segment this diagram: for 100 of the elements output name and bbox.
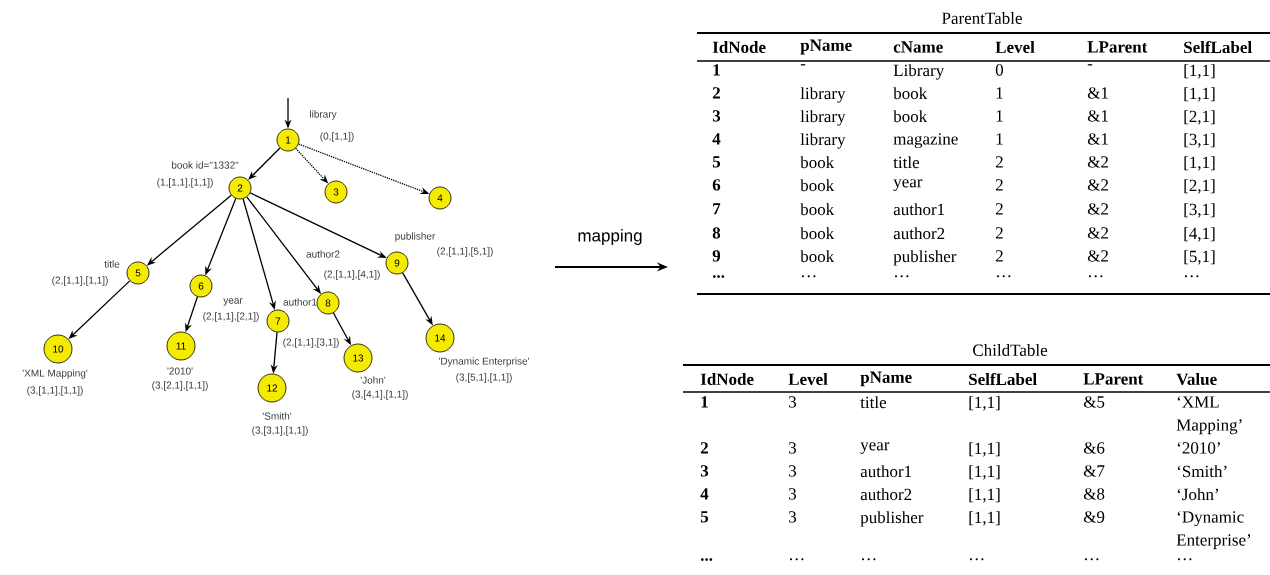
table-cell: 4 (700, 488, 709, 500)
node-label: (2,[1,1],[5,1]) (437, 247, 493, 257)
table-cell: &2 (1087, 179, 1108, 191)
tree-node: 12 (257, 373, 287, 403)
table-cell: book (800, 156, 835, 169)
tree-node: 9 (385, 251, 409, 275)
node-label: 'John' (360, 376, 386, 384)
table-cell: - (1087, 64, 1093, 66)
tree-node: 1 (276, 128, 300, 152)
table-cell: 8 (712, 227, 721, 239)
table-cell: 1 (996, 87, 1003, 99)
table-cell: 1 (701, 396, 708, 408)
node-label: 'Smith' (262, 412, 292, 420)
table-cell: - (800, 64, 806, 66)
table-cell: 3 (712, 110, 721, 122)
table-cell: … (790, 558, 804, 561)
table-cell: author2 (893, 227, 945, 240)
table-cell: 3 (789, 511, 797, 523)
table-cell: ... (700, 558, 713, 561)
table-cell: … (802, 275, 816, 278)
node-label: year (223, 298, 243, 306)
table-cell: publisher (893, 250, 957, 266)
node-label: '2010' (167, 367, 193, 375)
table-cell: 3 (789, 488, 797, 500)
table-cell: [1,1] (969, 511, 1000, 526)
column-header: Level (788, 373, 828, 385)
table-cell: book (800, 250, 835, 263)
table-cell: ‘Smith’ (1177, 465, 1227, 478)
column-header: SelfLabel (1184, 40, 1252, 54)
table-cell: 2 (995, 179, 1003, 191)
column-header: LParent (1083, 373, 1144, 385)
tree-node: 11 (166, 331, 196, 361)
table-cell: 2 (995, 203, 1003, 215)
table-cell: publisher (860, 511, 924, 527)
table-cell: [3,1] (1184, 133, 1215, 148)
table-cell: [5,1] (1184, 250, 1215, 265)
node-label: author1 (283, 298, 317, 306)
table-cell: library (800, 133, 846, 149)
table-cell: &2 (1087, 203, 1108, 215)
table-cell: 2 (700, 442, 708, 454)
table-cell: 3 (789, 396, 797, 408)
tree-node: 5 (126, 261, 150, 285)
node-label: (3,[4,1],[1,1]) (352, 390, 408, 400)
node-label: (3,[3,1],[1,1]) (252, 426, 308, 436)
table-cell: book (800, 203, 835, 216)
table-cell: … (895, 275, 909, 278)
column-header: LParent (1087, 41, 1148, 53)
table-cell: book (893, 87, 928, 100)
table-cell: &1 (1087, 133, 1108, 145)
node-label: (2,[1,1],[3,1]) (283, 338, 339, 348)
table-cell: 2 (995, 227, 1003, 239)
table-cell: &8 (1083, 488, 1105, 500)
tree-node: 3 (324, 180, 348, 204)
tree-node: 4 (428, 186, 452, 210)
table-cell: title (893, 156, 920, 169)
node-label: (3,[1,1],[1,1]) (27, 386, 83, 396)
node-label: title (104, 260, 120, 268)
table-cell: ... (712, 275, 725, 278)
node-label: (0,[1,1]) (320, 132, 354, 142)
table-cell: 1 (996, 110, 1003, 122)
tree-node: 13 (343, 343, 373, 373)
table-cell: library (800, 87, 846, 103)
column-header: cName (893, 41, 943, 53)
table-cell: 2 (995, 156, 1003, 168)
table-cell: … (1178, 558, 1192, 561)
node-label: (2,[1,1],[2,1]) (203, 312, 259, 322)
table-cell: [2,1] (1184, 179, 1215, 194)
table-cell: ‘2010’ (1177, 442, 1220, 454)
table-cell: 1 (996, 133, 1003, 145)
table-cell: library (800, 110, 846, 126)
table-cell: [4,1] (1184, 227, 1215, 242)
table-cell: [1,1] (1184, 156, 1215, 171)
node-label: (2,[1,1],[1,1]) (52, 276, 108, 286)
table-cell: 5 (700, 511, 709, 523)
table-cell: 3 (700, 465, 709, 477)
table-cell: [1,1] (969, 465, 1000, 480)
table-cell: 6 (712, 179, 721, 191)
table-cell: … (862, 558, 876, 561)
column-header: IdNode (712, 41, 766, 53)
table-cell: … (997, 275, 1011, 278)
table-cell: [1,1] (1184, 64, 1215, 79)
table-cell: [2,1] (1184, 110, 1215, 125)
column-header: IdNode (700, 373, 754, 385)
node-label: publisher (395, 232, 436, 242)
table-cell: 2 (995, 250, 1003, 262)
column-header: Level (995, 41, 1035, 53)
table-cell: [1,1] (969, 396, 1000, 411)
table-cell: title (860, 396, 887, 409)
node-label: book id="1332" (171, 161, 239, 169)
column-header: Value (1176, 372, 1217, 385)
node-label: (2,[1,1],[4,1]) (324, 270, 380, 280)
table-cell: year (893, 179, 923, 191)
table-cell: magazine (893, 133, 958, 149)
table-cell: … (970, 558, 984, 561)
table-cell: &2 (1087, 227, 1108, 239)
table-cell: author2 (860, 488, 912, 501)
tree-node: 6 (189, 274, 213, 298)
tree-node: 10 (43, 334, 73, 364)
table-cell: year (860, 442, 890, 454)
table-cell: 9 (712, 250, 721, 262)
